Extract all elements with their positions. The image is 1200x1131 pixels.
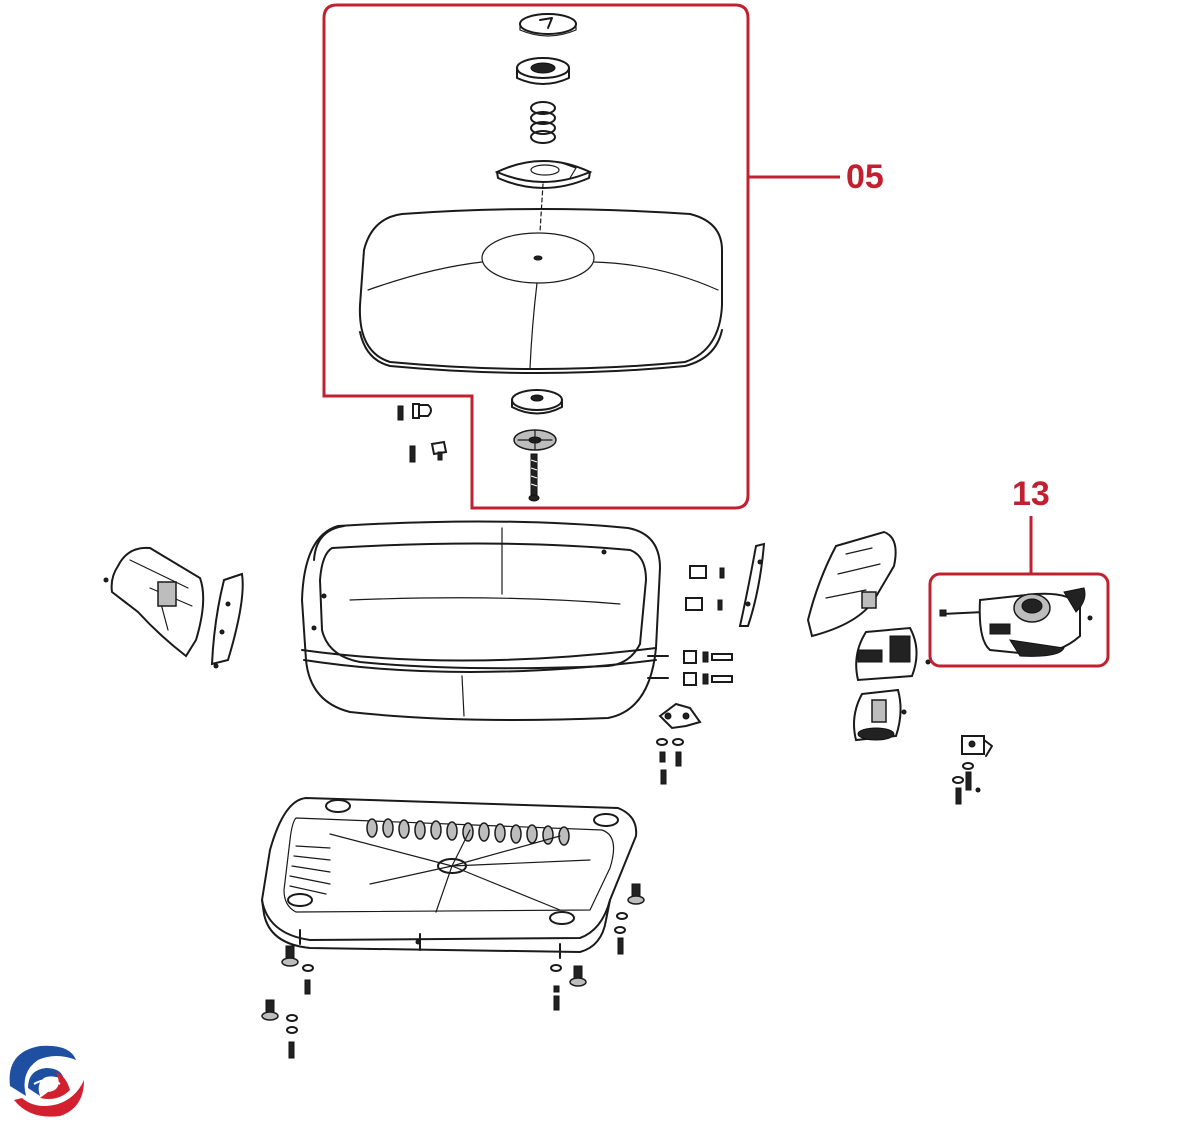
lid-assembly-outline[interactable] xyxy=(322,3,750,510)
callout-label-13: 13 xyxy=(1012,475,1050,513)
left-handle[interactable] xyxy=(103,546,205,658)
foot-screw-a[interactable] xyxy=(281,945,314,995)
thermostat-outline[interactable] xyxy=(928,572,1110,668)
knob-base[interactable] xyxy=(516,57,570,85)
left-handle-plate[interactable] xyxy=(210,572,244,669)
pin-upper-right[interactable] xyxy=(689,565,725,579)
right-hinge-parts xyxy=(685,542,766,627)
base-tray[interactable] xyxy=(260,796,638,959)
foot-screw-d[interactable] xyxy=(614,883,645,955)
base-feet-screws xyxy=(261,883,645,1059)
glass-lid[interactable] xyxy=(358,183,723,374)
socket-clip[interactable] xyxy=(961,735,993,757)
bracket-screws[interactable] xyxy=(656,738,684,785)
knob-cap[interactable] xyxy=(519,13,577,37)
foot-screw-c[interactable] xyxy=(550,964,587,1011)
thermostat-probe[interactable] xyxy=(939,587,1093,657)
thermostat-group xyxy=(928,516,1110,668)
lid-screw[interactable] xyxy=(528,453,540,502)
mount-bracket[interactable] xyxy=(658,702,702,730)
right-hinge-plate[interactable] xyxy=(738,542,766,627)
socket-housing-lower[interactable] xyxy=(853,688,907,742)
lid-washer[interactable] xyxy=(511,389,563,415)
hinge-pin-upper[interactable] xyxy=(397,403,432,421)
hinge-pin-lower[interactable] xyxy=(409,440,448,463)
socket-housing-upper[interactable] xyxy=(855,626,931,682)
callout-label-05: 05 xyxy=(846,158,884,196)
knob-plate[interactable] xyxy=(494,160,593,189)
pin-lower-right[interactable] xyxy=(685,597,723,611)
terminal-pins[interactable] xyxy=(647,650,733,686)
lid-assembly-group xyxy=(322,3,840,510)
pan-body[interactable] xyxy=(300,520,662,721)
lid-seal[interactable] xyxy=(513,429,557,451)
foot-screw-b[interactable] xyxy=(261,999,298,1059)
hinge-pins xyxy=(397,403,448,463)
right-handle[interactable] xyxy=(806,530,897,638)
clip-screws[interactable] xyxy=(952,762,981,805)
spring[interactable] xyxy=(530,101,556,144)
brand-logo-icon xyxy=(9,1045,84,1117)
